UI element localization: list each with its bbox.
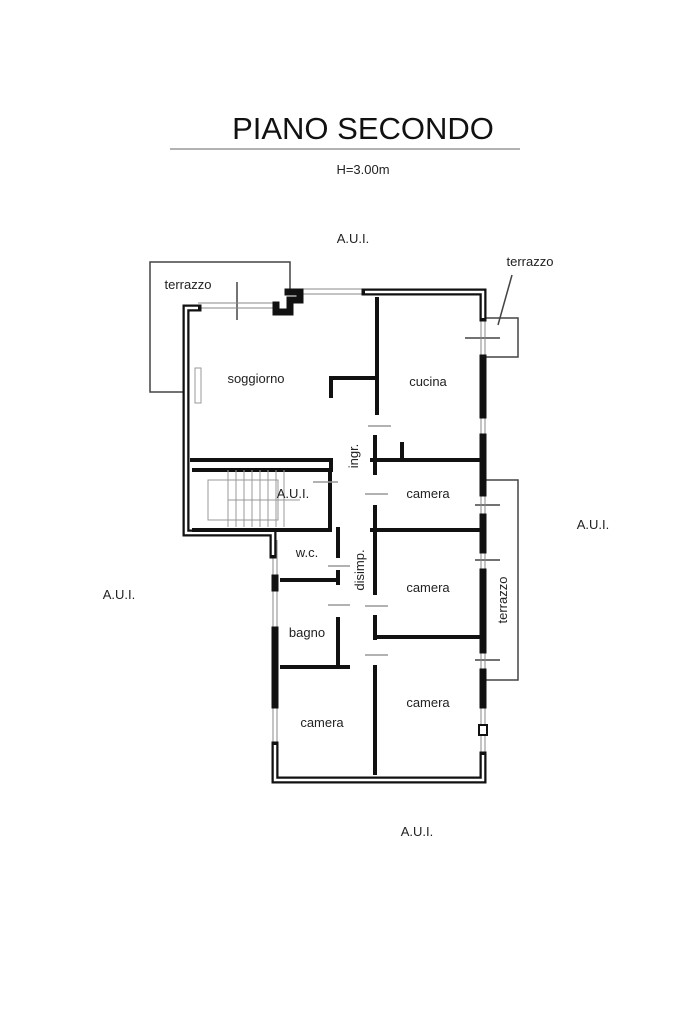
label-aui-right: A.U.I. [577,517,610,532]
label-aui-bottom: A.U.I. [401,824,434,839]
interior-walls [190,297,480,775]
label-terrazzo-right: terrazzo [495,577,510,624]
label-terrazzo-left: terrazzo [165,277,212,292]
label-terrazzo-top-right: terrazzo [507,254,554,269]
label-ingresso: ingr. [346,444,361,469]
label-wc: w.c. [295,545,318,560]
label-soggiorno: soggiorno [227,371,284,386]
label-camera-3: camera [406,695,450,710]
door-marks [313,425,391,656]
label-camera-4: camera [300,715,344,730]
exterior-walls [182,288,488,784]
label-camera-1: camera [406,486,450,501]
label-camera-2: camera [406,580,450,595]
label-aui-stairs: A.U.I. [277,486,310,501]
terraces [149,261,519,681]
label-aui-top: A.U.I. [337,231,370,246]
label-bagno: bagno [289,625,325,640]
staircase [207,470,300,527]
page-title: PIANO SECONDO [232,111,494,146]
label-aui-left: A.U.I. [103,587,136,602]
label-cucina: cucina [409,374,447,389]
label-disimpegno: disimp. [352,549,367,590]
fireplace [194,367,202,404]
height-note: H=3.00m [336,162,389,177]
